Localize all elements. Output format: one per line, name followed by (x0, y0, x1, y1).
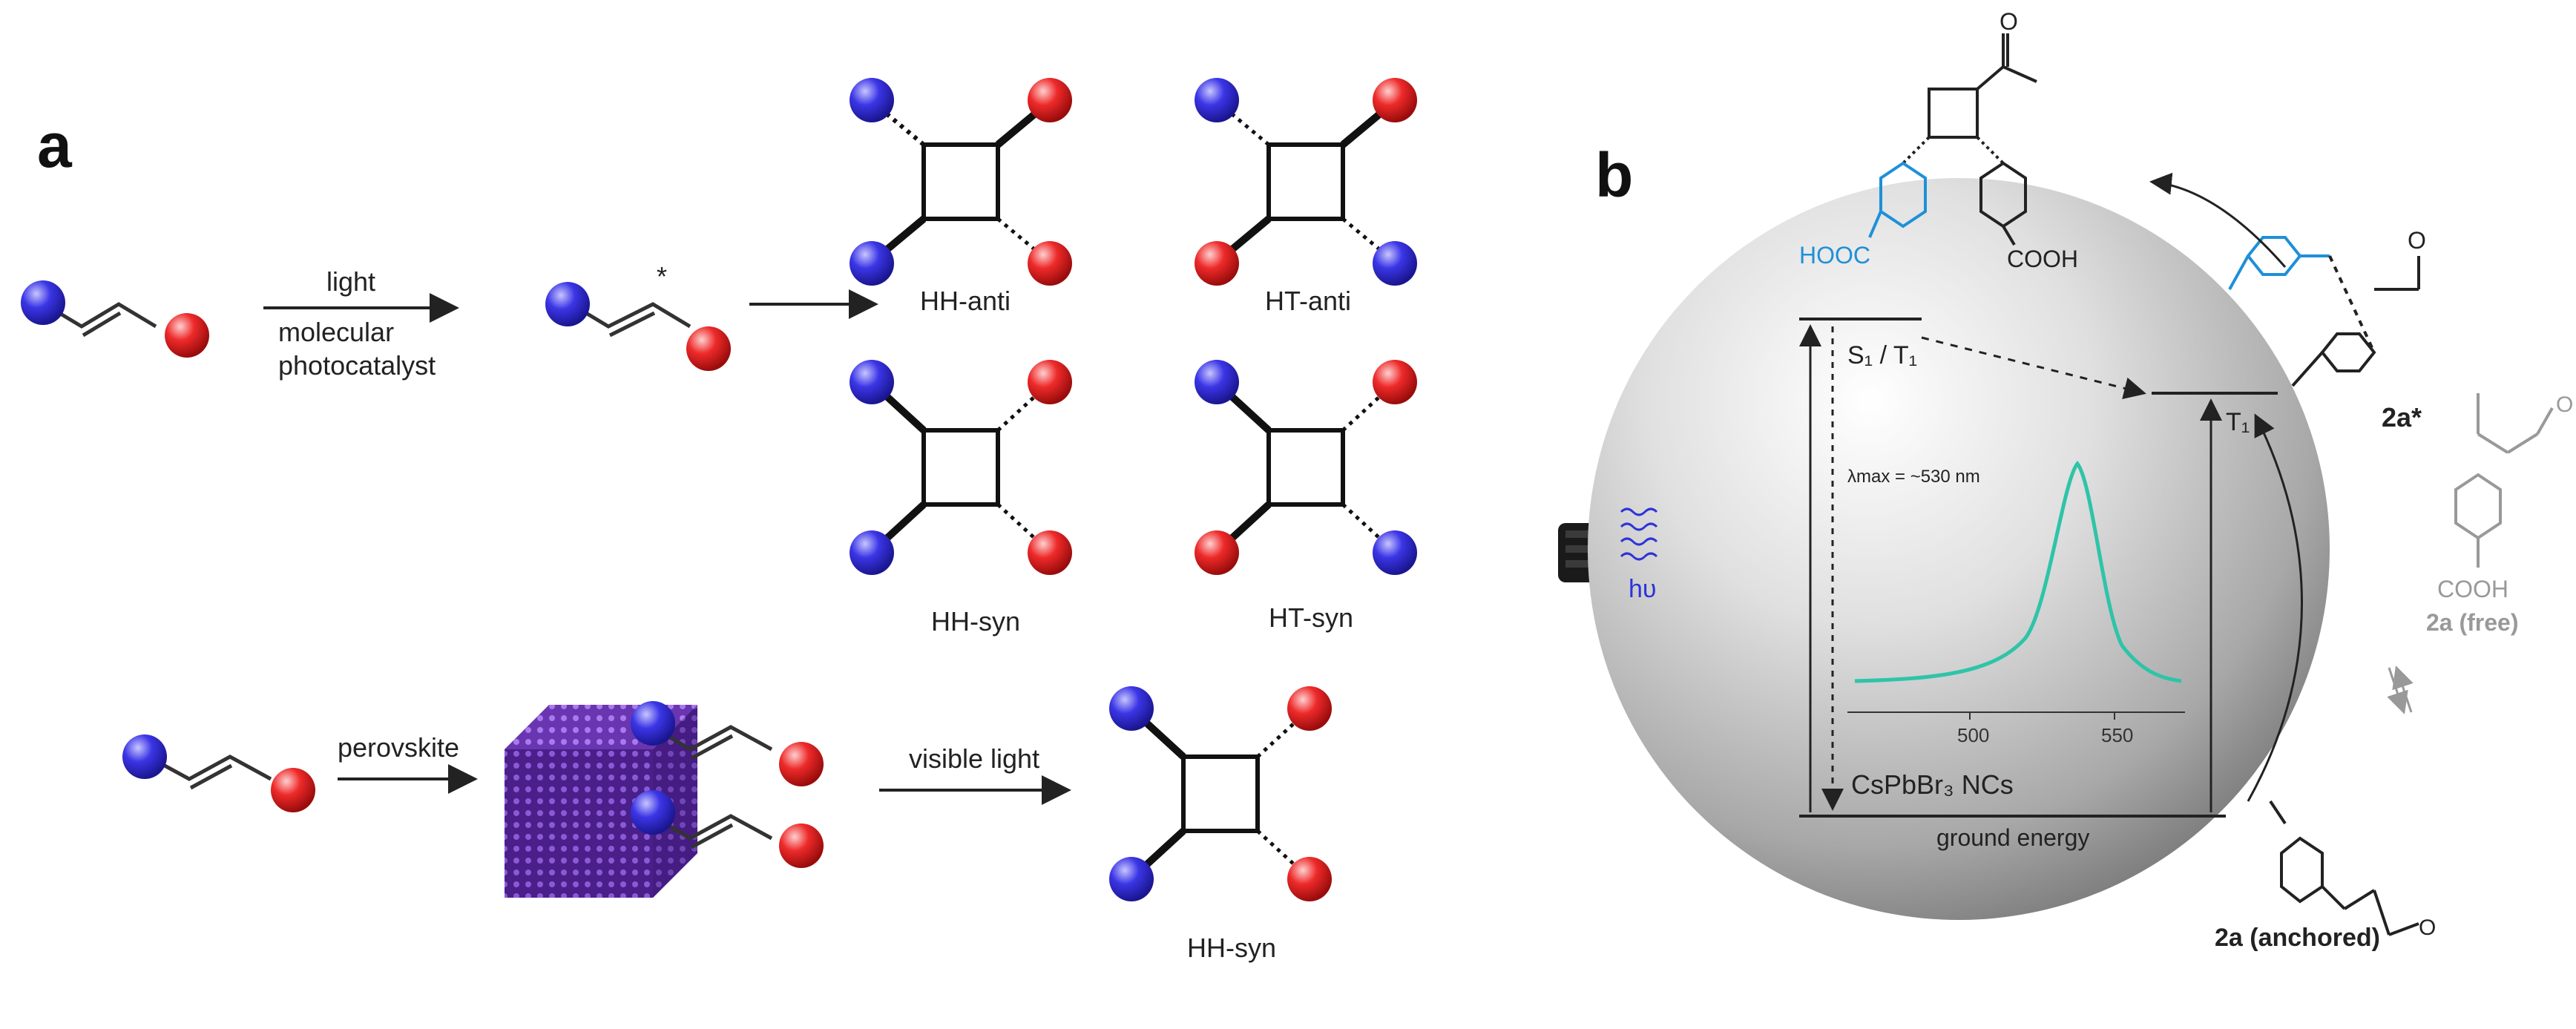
label-2a-free: 2a (free) (2426, 609, 2519, 636)
nanocrystal-sphere (1588, 178, 2330, 920)
label-ground-energy: ground energy (1936, 824, 2089, 851)
free-substrate (2454, 393, 2554, 568)
light-symbol: hυ (1629, 575, 1657, 603)
label-lambda-max: λmax = ~530 nm (1847, 467, 1980, 487)
label-cooh: COOH (2007, 246, 2078, 272)
tick-500: 500 (1957, 724, 1989, 746)
arrow1-top-label: light (326, 266, 375, 297)
label-hh-syn: HH-syn (931, 606, 1020, 637)
spectrum-curve (1854, 460, 2182, 683)
carbonyl-o-anchored: O (2419, 915, 2436, 940)
label-s1-t1: S₁ / T₁ (1847, 341, 1917, 369)
panel-a: a light molecular photocatalyst * (21, 78, 1417, 963)
arrow1-bottom-line1: molecular (278, 317, 394, 347)
label-perovskite: perovskite (338, 732, 459, 763)
product-hh-syn-row2 (1109, 686, 1332, 901)
carbonyl-o-top: O (2000, 8, 2018, 35)
product-ht-syn (1195, 360, 1417, 575)
label-hh-syn-row2: HH-syn (1187, 933, 1276, 963)
cycle-arrow-right (2247, 413, 2303, 802)
excited-marker: * (657, 261, 667, 292)
carbonyl-o-excited: O (2408, 227, 2426, 254)
reactant-alkene-row2 (122, 734, 315, 812)
anchored-alkene-upper (631, 701, 824, 786)
label-t1: T₁ (2226, 408, 2250, 436)
label-2a-anchored: 2a (anchored) (2215, 924, 2380, 952)
panel-b-label: b (1595, 140, 1633, 210)
perovskite-crystal (505, 705, 697, 898)
panel-b: b hυ S₁ / T₁ T₁ ground energy (1558, 8, 2573, 952)
excited-substrate (2228, 236, 2420, 387)
label-material: CsPbBr₃ NCs (1851, 769, 2014, 800)
label-ht-anti: HT-anti (1265, 286, 1351, 316)
light-waves-icon (1620, 507, 1658, 561)
label-visible-light: visible light (909, 743, 1039, 774)
carbonyl-o-free: O (2556, 392, 2573, 417)
label-ht-syn: HT-syn (1269, 602, 1353, 633)
equilibrium-arrow-down (2387, 667, 2408, 714)
product-hh-syn (850, 360, 1072, 575)
product-hh-anti (850, 78, 1072, 286)
equilibrium-arrow-up (2392, 665, 2414, 713)
label-hooc: HOOC (1799, 242, 1870, 269)
panel-a-label: a (37, 111, 73, 180)
reactant-alkene (21, 280, 209, 358)
emission-spectrum: 500 550 λmax = ~530 nm (1847, 460, 2185, 746)
tick-550: 550 (2101, 724, 2133, 746)
label-free-cooh: COOH (2437, 576, 2508, 602)
cyclobutane-product (1868, 33, 2037, 246)
arrow1-bottom-line2: photocatalyst (278, 350, 436, 381)
anchored-substrate (2269, 800, 2419, 936)
excited-alkene (545, 282, 731, 371)
label-hh-anti: HH-anti (920, 286, 1011, 316)
cycle-arrow-top (2149, 172, 2287, 268)
label-2a-excited: 2a* (2382, 402, 2422, 433)
anchored-alkene-lower (631, 790, 824, 868)
product-ht-anti (1195, 78, 1417, 286)
